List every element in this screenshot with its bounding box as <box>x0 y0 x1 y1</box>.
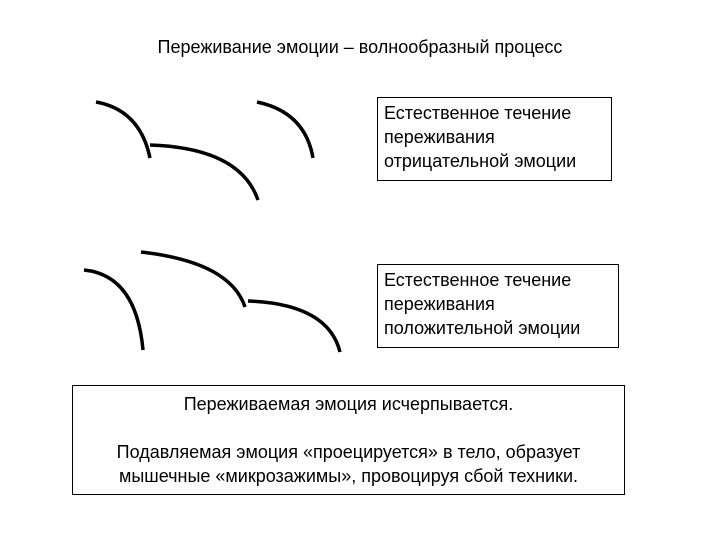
conclusion-line-2: Подавляемая эмоция «проецируется» в тело… <box>116 442 581 462</box>
conclusion-line-3: мышечные «микрозажимы», провоцируя сбой … <box>118 466 579 486</box>
negative-wave-arc-2 <box>149 143 260 201</box>
positive-wave-arc-1 <box>83 268 145 351</box>
positive-box-line-1: Естественное течение <box>384 270 572 290</box>
diagram-title: Переживание эмоции – волнообразный проце… <box>157 37 563 57</box>
negative-emotion-box: Естественное течение переживания отрицат… <box>377 97 612 181</box>
positive-wave-arc-2 <box>140 250 247 308</box>
negative-wave-arc-3 <box>256 100 315 159</box>
negative-box-line-2: переживания <box>384 127 495 147</box>
conclusion-spacer <box>81 416 616 440</box>
negative-wave-arc-1 <box>95 100 152 159</box>
negative-box-line-1: Естественное течение <box>384 103 572 123</box>
positive-wave-arc-3 <box>247 299 342 353</box>
conclusion-box: Переживаемая эмоция исчерпывается. Подав… <box>72 385 625 495</box>
negative-box-line-3: отрицательной эмоции <box>384 151 577 171</box>
positive-box-line-3: положительной эмоции <box>384 318 581 338</box>
positive-box-line-2: переживания <box>384 294 495 314</box>
positive-emotion-box: Естественное течение переживания положит… <box>377 264 619 348</box>
conclusion-line-1: Переживаемая эмоция исчерпывается. <box>183 394 514 414</box>
